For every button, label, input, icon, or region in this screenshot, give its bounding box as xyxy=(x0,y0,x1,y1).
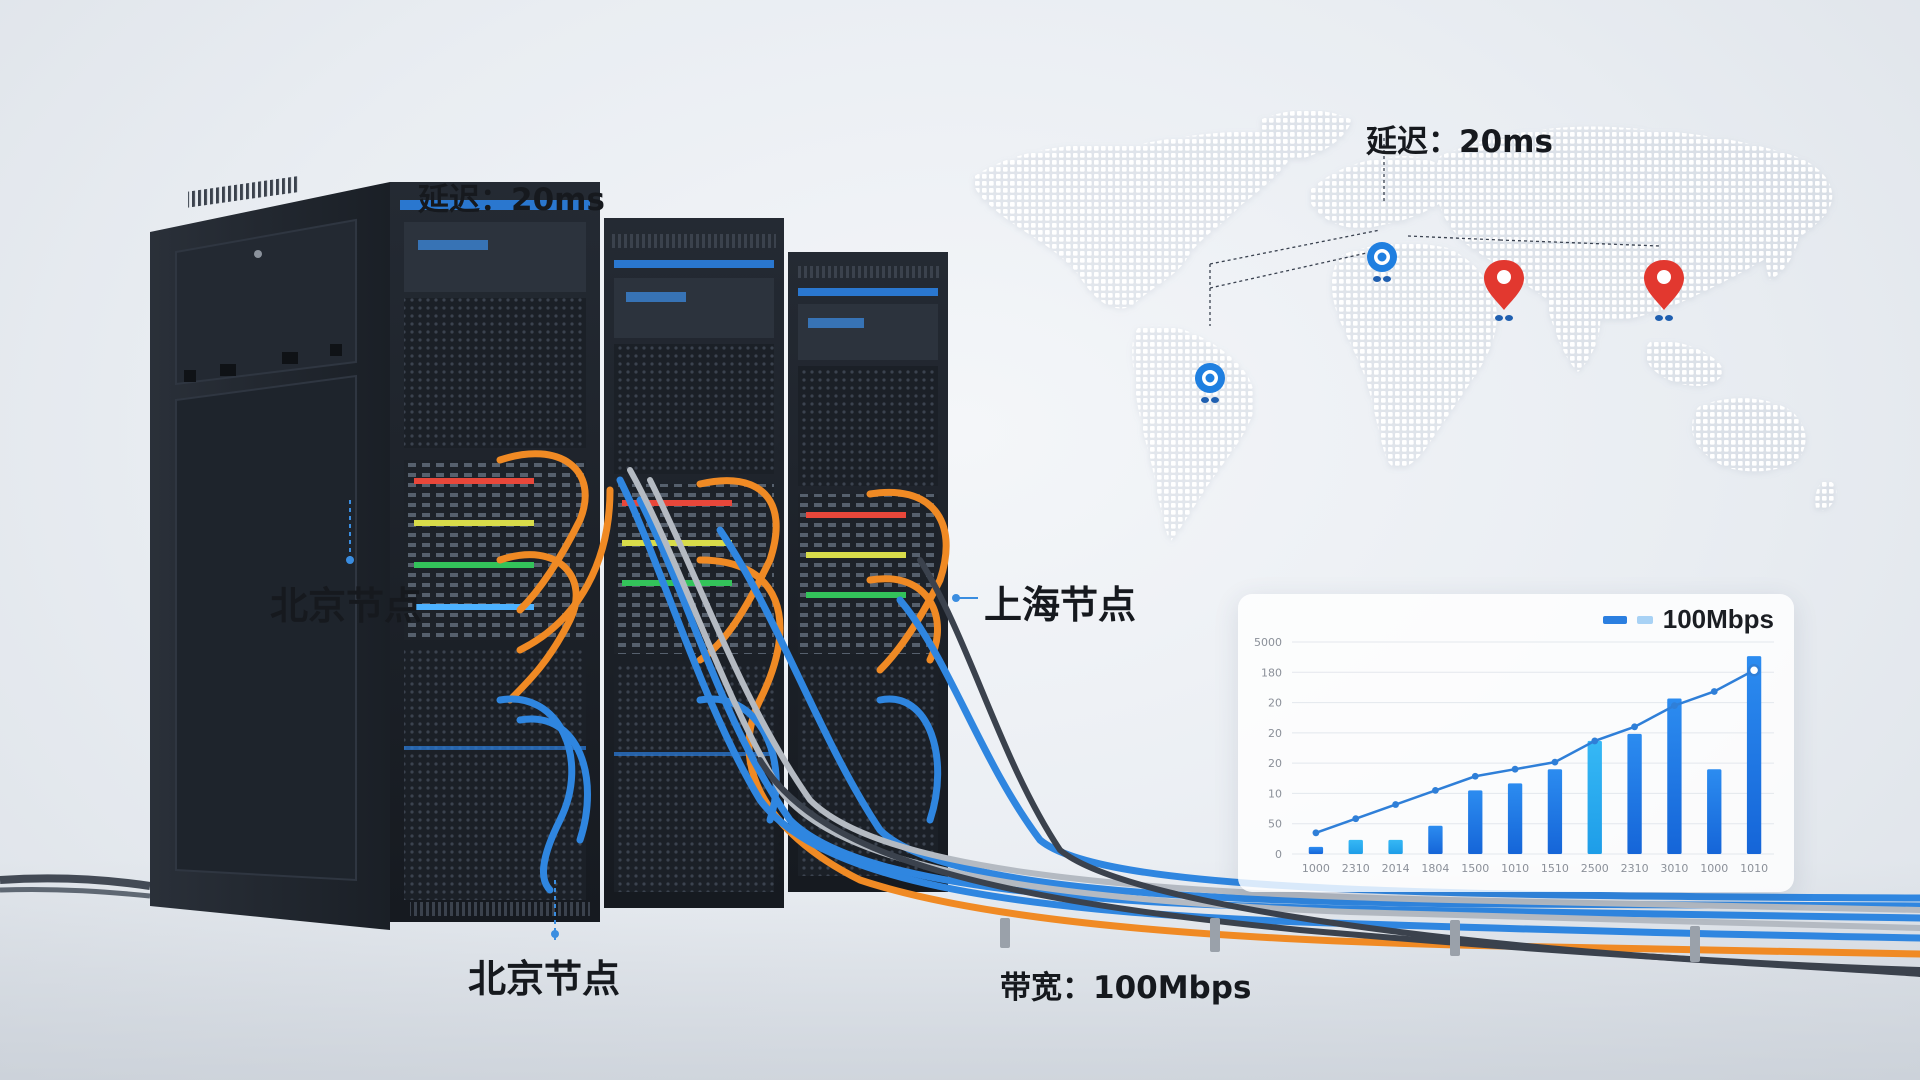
chart-bar xyxy=(1428,825,1443,854)
latency-label-map: 延迟：20ms xyxy=(1366,124,1553,160)
x-tick-label: 1010 xyxy=(1740,862,1768,875)
x-tick-label: 1000 xyxy=(1700,862,1728,875)
europe-pin[interactable] xyxy=(1367,242,1397,282)
trend-point xyxy=(1392,801,1399,808)
world-map xyxy=(972,110,1837,542)
x-tick-label: 1010 xyxy=(1501,862,1529,875)
bandwidth-chart-card: 0 50 10 20 20 20 180 5000 1000 2310 2014 1804 1500 10… xyxy=(1238,594,1794,892)
chart-bar xyxy=(1547,769,1563,854)
y-tick-label: 5000 xyxy=(1254,636,1282,649)
dark-cables xyxy=(757,557,1920,977)
trend-point xyxy=(1631,723,1638,731)
middle-east-pin[interactable] xyxy=(1484,260,1524,321)
bandwidth-chart: 0 50 10 20 20 20 180 5000 1000 2310 2014 1804 1500 10… xyxy=(1254,636,1774,875)
bandwidth-label: 带宽：100Mbps xyxy=(1000,970,1252,1006)
continent-southeast-asia xyxy=(1645,340,1723,386)
y-tick-label: 10 xyxy=(1268,787,1282,800)
x-tick-label: 1510 xyxy=(1541,862,1569,875)
x-tick-label: 2500 xyxy=(1581,862,1609,875)
chart-bar xyxy=(1627,733,1642,854)
trend-point xyxy=(1352,815,1360,823)
y-tick-label: 20 xyxy=(1268,757,1282,770)
x-tick-label: 2310 xyxy=(1342,862,1370,875)
continent-new-zealand xyxy=(1815,480,1837,511)
chart-bar xyxy=(1308,846,1324,854)
trend-point xyxy=(1591,737,1599,745)
x-tick-label: 3010 xyxy=(1660,862,1688,875)
beijing-node-label-side: 北京节点 xyxy=(270,584,423,628)
trend-point xyxy=(1747,664,1761,677)
chart-bar xyxy=(1468,790,1483,854)
y-tick-label: 50 xyxy=(1268,818,1282,831)
chart-bar xyxy=(1587,740,1602,854)
chart-bar xyxy=(1707,769,1722,854)
y-tick-label: 20 xyxy=(1268,727,1282,740)
continent-africa xyxy=(1331,243,1497,469)
continent-asia xyxy=(1436,126,1833,321)
trend-point xyxy=(1671,702,1678,709)
legend-label: 100Mbps xyxy=(1662,604,1774,634)
trend-point xyxy=(1511,765,1519,773)
trend-point xyxy=(1312,829,1320,837)
trend-point xyxy=(1710,688,1718,695)
trend-point xyxy=(1432,787,1439,794)
chart-bar xyxy=(1507,783,1523,854)
gray-cables xyxy=(627,467,1920,931)
chart-bar xyxy=(1388,839,1403,854)
americas-pin[interactable] xyxy=(1195,363,1225,403)
continent-india xyxy=(1547,294,1601,372)
beijing-node-label-bottom: 北京节点 xyxy=(468,957,621,1001)
latency-label-rack: 延迟：20ms xyxy=(418,182,605,218)
trend-point xyxy=(1551,758,1559,766)
shanghai-node-label: 上海节点 xyxy=(984,583,1137,627)
continent-europe xyxy=(1309,155,1455,229)
x-tick-label: 2014 xyxy=(1382,862,1410,875)
chart-bar xyxy=(1746,656,1762,854)
legend-swatch xyxy=(1602,615,1627,624)
trend-line xyxy=(1315,669,1755,834)
trend-point xyxy=(1471,772,1479,780)
continent-north-america xyxy=(972,131,1300,309)
continent-australia xyxy=(1692,398,1806,472)
x-tick-label: 1500 xyxy=(1461,862,1489,875)
y-tick-label: 0 xyxy=(1275,848,1282,861)
y-tick-label: 180 xyxy=(1261,666,1282,679)
legend-swatch-light xyxy=(1636,615,1653,624)
east-asia-pin[interactable] xyxy=(1644,260,1684,321)
y-tick-label: 20 xyxy=(1268,697,1282,710)
continent-japan xyxy=(1765,225,1798,280)
x-tick-label: 1000 xyxy=(1302,862,1330,875)
chart-legend: 100Mbps xyxy=(1602,604,1774,635)
x-tick-label: 1804 xyxy=(1421,862,1449,875)
x-tick-label: 2310 xyxy=(1621,862,1649,875)
chart-bar xyxy=(1667,698,1682,854)
continent-greenland xyxy=(1260,110,1352,160)
map-connections xyxy=(1209,138,1661,326)
chart-bar xyxy=(1348,839,1363,854)
